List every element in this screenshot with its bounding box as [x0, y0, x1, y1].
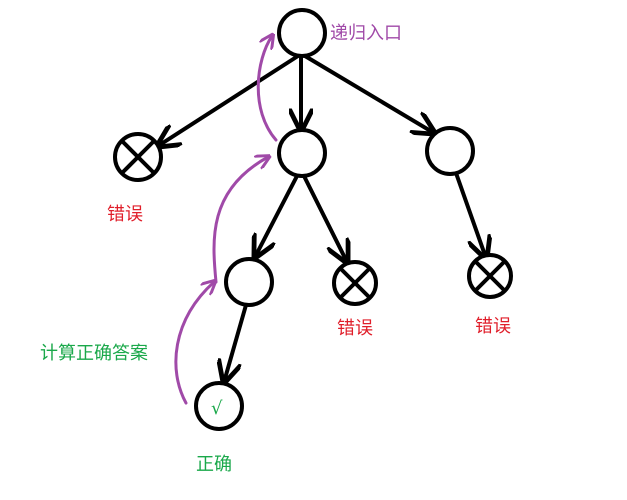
cross-icon	[339, 267, 371, 299]
edge-root-left	[158, 54, 300, 146]
edge-middle-right	[302, 174, 347, 262]
edge-leaf-down	[224, 303, 248, 382]
edge-right-down	[454, 171, 486, 258]
correct-label: 正确	[196, 454, 232, 475]
tree-edges	[158, 54, 486, 382]
wrong-marks	[121, 140, 506, 299]
backtrack-curve-2	[212, 157, 268, 284]
wrong-label-left: 错误	[107, 204, 143, 225]
mid-left-node	[224, 257, 274, 307]
backtrack-curve-3	[256, 36, 278, 142]
root-node	[277, 8, 327, 58]
edge-middle-left	[255, 174, 299, 257]
cross-icon	[474, 260, 506, 292]
wrong-label-middle: 错误	[337, 318, 373, 339]
check-mark-icon: √	[211, 398, 223, 419]
cross-icon	[121, 140, 155, 174]
backtrack-curve-1	[174, 282, 214, 405]
edge-root-right	[303, 54, 434, 133]
wrong-label-right: 错误	[475, 316, 511, 337]
compute-label: 计算正确答案	[40, 343, 148, 364]
entry-label: 递归入口	[330, 23, 402, 44]
correct-node	[194, 381, 244, 431]
middle-node	[277, 128, 327, 178]
right-node	[425, 126, 475, 176]
backtrack-path	[174, 36, 278, 405]
